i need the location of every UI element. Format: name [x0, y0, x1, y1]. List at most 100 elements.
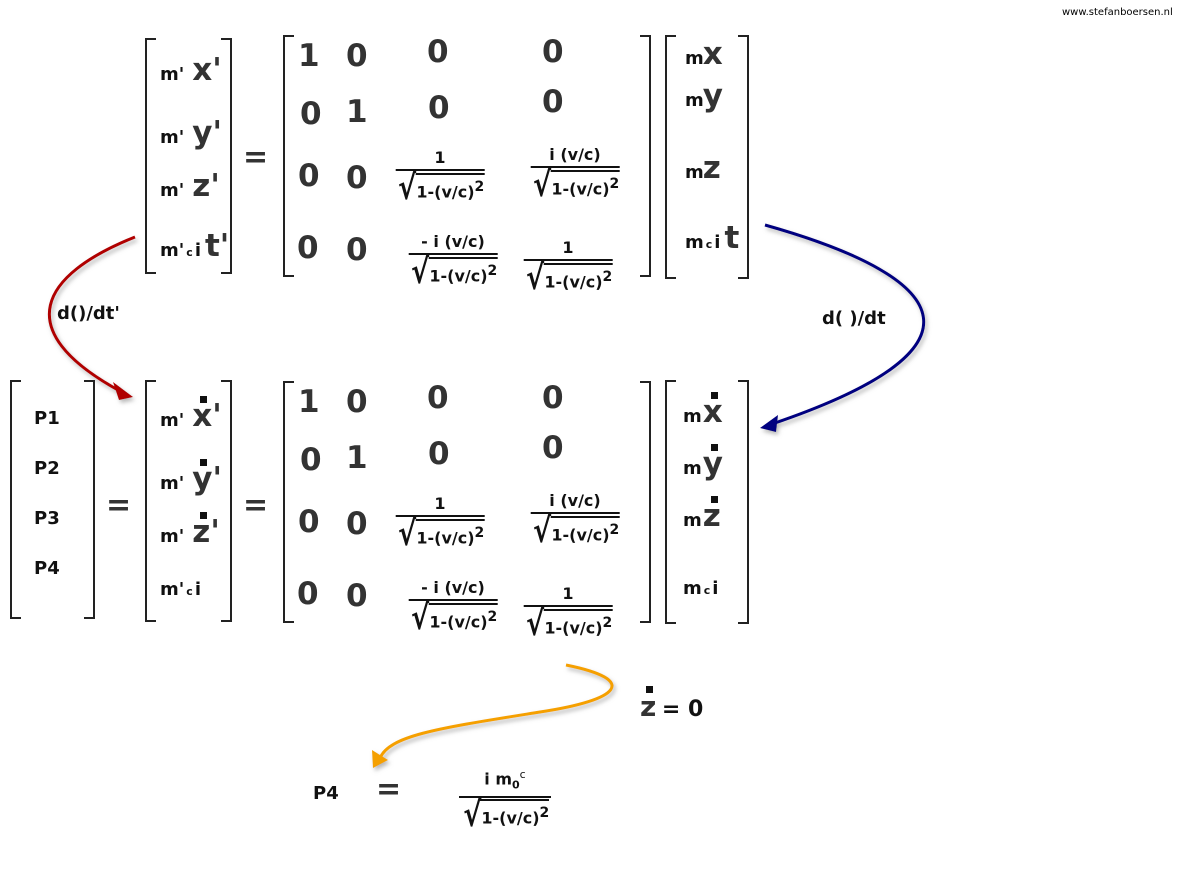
- matrix-fraction: 1√1-(v/c)2: [395, 148, 485, 205]
- coefficient: m': [160, 240, 185, 261]
- variable: t: [724, 220, 740, 256]
- matrix-left-bracket: [283, 35, 294, 277]
- matrix-entry: 1: [346, 440, 368, 476]
- result-numerator: i m0c: [459, 765, 551, 796]
- variable: y': [192, 459, 222, 497]
- time-derivative-dot-icon: [710, 392, 718, 399]
- sqrt-icon: √: [410, 252, 430, 292]
- lhs-derivative-vector-row: m'y': [160, 459, 222, 497]
- coefficient: m': [160, 127, 185, 148]
- coefficient: m': [160, 180, 185, 201]
- num-c: c: [519, 768, 526, 781]
- radicand: 1-(v/c)2: [550, 515, 620, 545]
- rhs-left-bracket: [665, 380, 676, 624]
- p-component: P3: [34, 508, 60, 529]
- exponent: 2: [609, 521, 620, 538]
- bottom-arrow-head: [372, 750, 388, 768]
- lhs-derivative-vector-row: m'z': [160, 512, 220, 550]
- matrix-entry: 0: [297, 230, 319, 266]
- fraction-numerator: - i (v/c): [421, 578, 485, 597]
- sqrt-icon: √: [397, 514, 417, 554]
- matrix-entry: 1: [298, 384, 320, 420]
- variable: x': [192, 52, 222, 88]
- matrix-entry: 0: [297, 576, 319, 612]
- rhs-right-bracket: [738, 380, 749, 624]
- result-equals: =: [376, 772, 402, 807]
- matrix-fraction: i (v/c)√1-(v/c)2: [530, 491, 620, 548]
- right-derivative-label: d( )/dt: [822, 308, 886, 329]
- equals-sign: =: [243, 140, 269, 175]
- fraction-denominator: √1-(v/c)2: [409, 255, 498, 289]
- variable: y: [702, 444, 723, 482]
- matrix-left-bracket: [283, 381, 294, 623]
- sqrt-icon: √: [525, 258, 545, 298]
- time-derivative-dot-icon: [200, 512, 208, 519]
- matrix-entry: 0: [428, 436, 450, 472]
- variable: y: [702, 78, 723, 114]
- fraction-line: [395, 515, 485, 517]
- den-text: 1-(v/c): [481, 808, 540, 828]
- matrix-entry: 0: [298, 158, 320, 194]
- imaginary-unit: i: [194, 240, 201, 261]
- matrix-entry: 0: [300, 96, 322, 132]
- matrix-fraction: - i (v/c)√1-(v/c)2: [408, 232, 498, 289]
- exponent: 2: [609, 175, 620, 192]
- fraction-line: [530, 512, 620, 514]
- radicand: 1-(v/c)2: [543, 262, 613, 292]
- p-component: P1: [34, 408, 60, 429]
- p-right-bracket: [84, 380, 95, 619]
- matrix-entry: 0: [542, 380, 564, 416]
- coefficient: m: [685, 48, 704, 69]
- matrix-entry: 1: [298, 38, 320, 74]
- fraction-denominator: √1-(v/c)2: [396, 517, 485, 551]
- coefficient: m: [685, 162, 704, 183]
- subscript: c: [703, 584, 711, 597]
- fraction-denominator: √1-(v/c)2: [531, 168, 620, 202]
- matrix-fraction: 1 √1-(v/c)2: [523, 238, 613, 298]
- equals-sign: =: [243, 488, 269, 523]
- matrix-fraction: 1 √1-(v/c)2: [523, 584, 613, 644]
- lhs-right-bracket: [221, 380, 232, 622]
- imaginary-unit: i: [194, 579, 201, 600]
- zdot-var: z: [640, 690, 657, 723]
- coefficient: m: [683, 510, 702, 531]
- imaginary-unit: i: [714, 232, 721, 253]
- imaginary-unit: i: [712, 578, 719, 599]
- p-component: P2: [34, 458, 60, 479]
- fraction-numerator: 1: [562, 584, 574, 603]
- radicand: 1-(v/c)2: [543, 608, 613, 638]
- fraction-denominator: √1-(v/c)2: [409, 601, 498, 635]
- radicand: 1-(v/c)2: [428, 256, 498, 286]
- matrix-entry: 0: [428, 90, 450, 126]
- matrix-fraction: - i (v/c) √1-(v/c)2: [408, 578, 498, 635]
- sqrt-icon: √: [525, 604, 545, 644]
- result-fraction: i m0c √1-(v/c)2: [459, 765, 551, 832]
- equals-sign: =: [106, 488, 132, 523]
- fraction-line: [408, 599, 498, 601]
- p-component: P4: [34, 558, 60, 579]
- coefficient: m': [160, 64, 185, 85]
- variable: y': [192, 115, 222, 151]
- radicand: 1-(v/c)2: [415, 518, 485, 548]
- coefficient: m: [683, 458, 702, 479]
- matrix-entry: 0: [346, 506, 368, 542]
- zdot-rest: = 0: [661, 697, 704, 722]
- exponent: 2: [602, 268, 613, 285]
- fraction-denominator: √1-(v/c)2: [531, 514, 620, 548]
- subscript: c: [186, 246, 193, 259]
- variable: x': [192, 396, 222, 434]
- rhs-right-bracket: [738, 35, 749, 279]
- variable: x: [702, 392, 723, 430]
- fraction-numerator: 1: [562, 238, 574, 257]
- sqrt-icon: √: [532, 165, 552, 205]
- time-derivative-dot-icon: [710, 496, 718, 503]
- fraction-line: [459, 795, 551, 798]
